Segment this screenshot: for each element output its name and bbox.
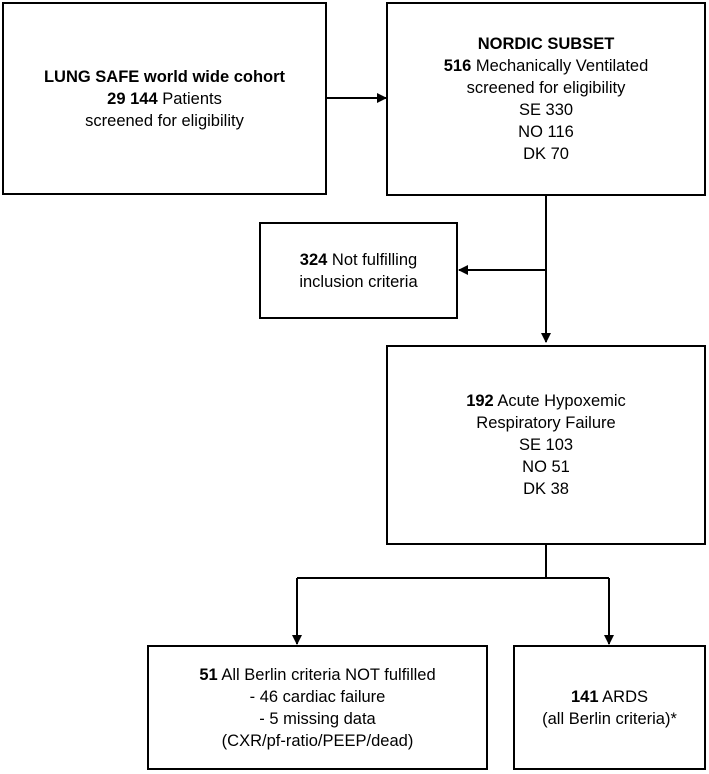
ahrf-label: Respiratory Failure [476, 414, 616, 432]
ards-count: 141 ARDS [570, 687, 649, 706]
not-berlin-details: (CXR/pf-ratio/PEEP/dead) [221, 731, 414, 750]
nordic-screened: screened for eligibility [466, 79, 626, 97]
worldwide-screened: screened for eligibility [85, 111, 244, 130]
ahrf-no: NO 51 [522, 458, 570, 476]
ahrf-dk: DK 38 [523, 480, 569, 498]
ahrf-se: SE 103 [518, 436, 574, 454]
excluded-box: 324 Not fulfilling inclusion criteria [259, 222, 458, 319]
ahrf-count: 192 Acute Hypoxemic [466, 392, 626, 410]
not-berlin-box: 51 All Berlin criteria NOT fulfilled - 4… [147, 645, 488, 770]
worldwide-cohort-box: LUNG SAFE world wide cohort 29 144 Patie… [2, 2, 327, 195]
excluded-count: 324 Not fulfilling [299, 250, 418, 269]
nordic-ventilated: 516 Mechanically Ventilated [443, 57, 649, 75]
nordic-no: NO 116 [518, 123, 574, 141]
nordic-se: SE 330 [518, 101, 574, 119]
nordic-dk: DK 70 [523, 145, 569, 163]
not-berlin-missing: - 5 missing data [259, 709, 376, 728]
nordic-subset-box: NORDIC SUBSET 516 Mechanically Ventilate… [386, 2, 706, 196]
not-berlin-cardiac: - 46 cardiac failure [249, 687, 386, 706]
ards-criteria: (all Berlin criteria)* [542, 709, 677, 728]
ards-box: 141 ARDS (all Berlin criteria)* [513, 645, 706, 770]
worldwide-patients: 29 144 Patients [107, 89, 222, 108]
ahrf-box: 192 Acute Hypoxemic Respiratory Failure … [386, 345, 706, 545]
nordic-title: NORDIC SUBSET [477, 35, 615, 53]
worldwide-title: LUNG SAFE world wide cohort [43, 67, 286, 86]
not-berlin-count: 51 All Berlin criteria NOT fulfilled [199, 665, 436, 684]
excluded-reason: inclusion criteria [299, 272, 418, 291]
